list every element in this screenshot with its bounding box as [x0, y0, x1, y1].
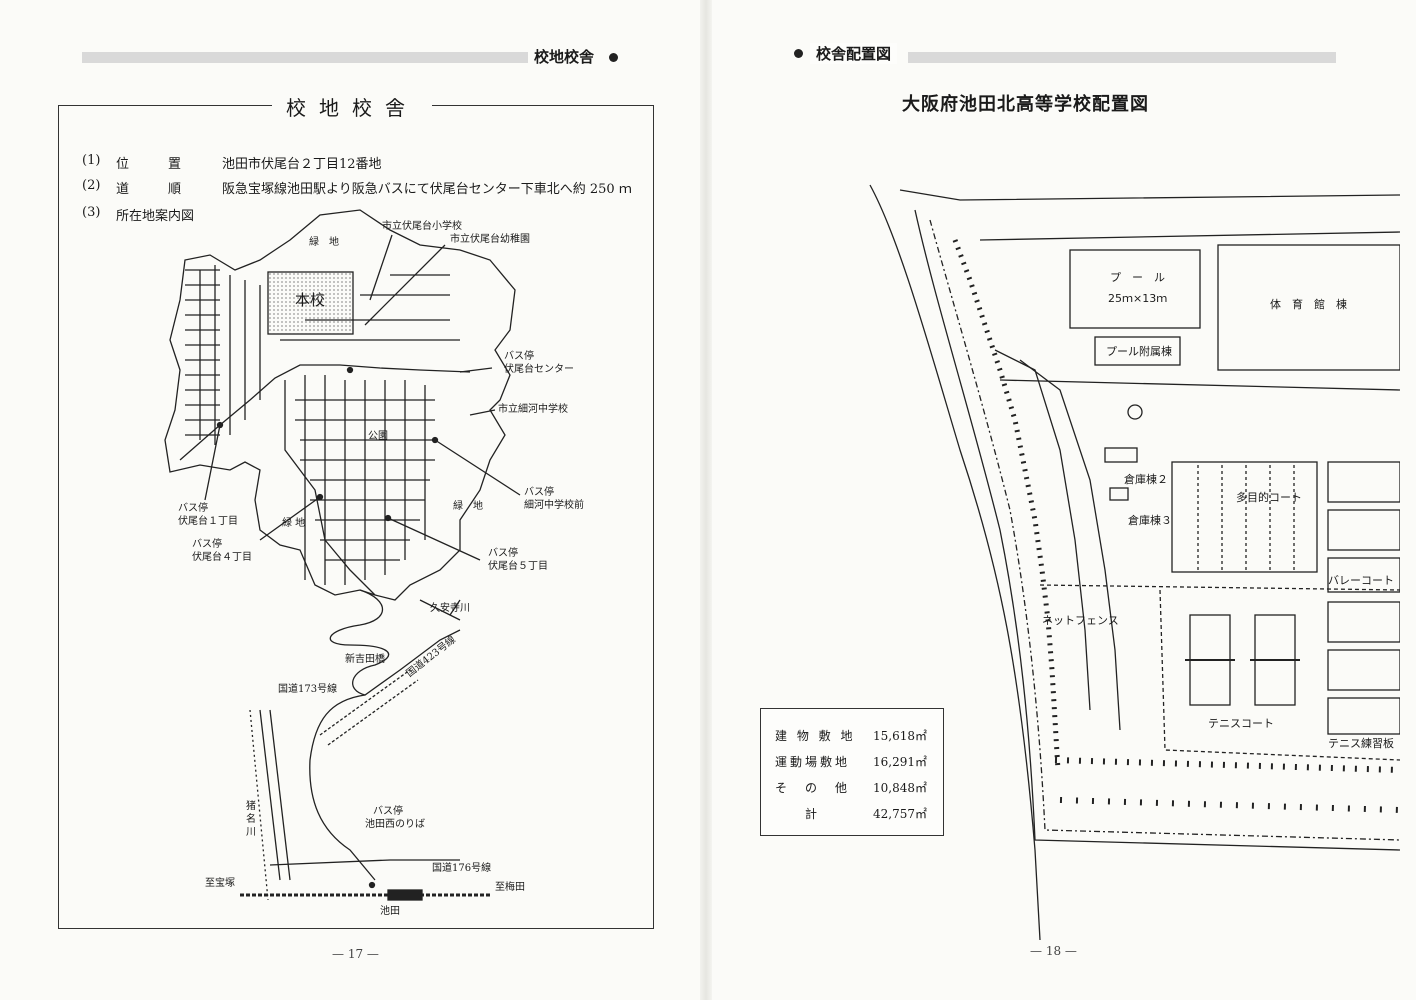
map-label-bus-stop: バス停 [504, 351, 534, 362]
pool [1069, 249, 1201, 329]
plan-label-tennis-wall: テニス練習板 [1328, 737, 1394, 750]
page-number: — 18 — [1030, 944, 1077, 958]
section-title: 校地校舎 [272, 92, 432, 121]
map-label-route-176: 国道176号線 [432, 863, 492, 874]
plan-label-tennis-court: テニスコート [1208, 717, 1274, 730]
plan-title: 大阪府池田北高等学校配置図 [902, 94, 1149, 115]
map-label-bus-5chome: 伏尾台５丁目 [488, 561, 548, 572]
ikeda-station [387, 889, 423, 901]
area-value: 16,291㎡ [873, 755, 927, 769]
map-label-river: 久安寺川 [430, 603, 470, 614]
map-label-bus-stop: バス停 [488, 548, 518, 559]
storage-3 [1109, 487, 1129, 501]
left-page: 校地校舎 校地校舎 (1) 位 置 池田市伏尾台２丁目12番地 (2) 道 順 … [0, 0, 706, 1000]
map-label-bus-stop: バス停 [373, 806, 403, 817]
map-label-bus-center: 伏尾台センター [504, 364, 574, 375]
item-label: 位 置 [116, 157, 182, 172]
map-label-park: 公園 [368, 431, 388, 442]
area-label: 建 物 敷 地 [775, 729, 856, 743]
pool-annex [1094, 336, 1181, 366]
map-label-bus-stop: バス停 [178, 503, 208, 514]
map-label-bus-stop: バス停 [524, 487, 554, 498]
map-label-school: 本校 [295, 291, 326, 309]
map-label-river-ina: 猪 [246, 801, 256, 812]
page-number: — 17 — [332, 947, 379, 961]
header-bullet [794, 49, 803, 58]
gym [1217, 244, 1400, 371]
area-row: 建 物 敷 地 15,618㎡ [761, 727, 943, 749]
plan-label-storage-2: 倉庫棟２ [1124, 473, 1168, 486]
plan-label-volley-court: バレーコート [1328, 574, 1394, 587]
map-label-elementary-school: 市立伏尾台小学校 [382, 221, 462, 232]
plan-label-net-fence: ネットフェンス [1042, 614, 1119, 627]
area-row: そ の 他 10,848㎡ [761, 779, 943, 801]
map-label-river-ina: 名 [246, 814, 256, 825]
area-table: 建 物 敷 地 15,618㎡ 運動場敷地 16,291㎡ そ の 他 10,8… [760, 708, 944, 836]
area-label: 運動場敷地 [775, 755, 851, 769]
site-boundary [869, 184, 1041, 941]
area-value: 10,848㎡ [873, 781, 927, 795]
area-label: 計 [805, 807, 821, 821]
map-label-green: 緑 地 [282, 518, 306, 529]
page-header: 校地校舎 [528, 46, 601, 67]
site-plan [869, 184, 1400, 941]
location-map [164, 209, 521, 901]
plan-label-pool-size: 25ｍ×13ｍ [1108, 292, 1168, 305]
area-row-total: 計 42,757㎡ [761, 805, 943, 827]
area-row: 運動場敷地 16,291㎡ [761, 753, 943, 775]
plan-label-storage-3: 倉庫棟３ [1128, 514, 1172, 527]
map-label-green: 緑 地 [309, 237, 339, 248]
area-value: 42,757㎡ [873, 807, 927, 821]
item-value: 阪急宝塚線池田駅より阪急バスにて伏尾台センター下車北へ約 250 ｍ [222, 182, 632, 197]
item-value: 池田市伏尾台２丁目12番地 [222, 157, 382, 172]
map-label-green: 緑 地 [453, 501, 483, 512]
map-label-bus-hosogo: 細河中学校前 [524, 500, 584, 511]
book-gutter [700, 0, 712, 1000]
item-number: (1) [82, 153, 101, 168]
map-label-to-umeda: 至梅田 [495, 882, 525, 893]
map-label-to-takarazuka: 至宝塚 [205, 878, 235, 889]
map-label-kindergarten: 市立伏尾台幼稚園 [450, 234, 530, 245]
map-label-bus-1chome: 伏尾台１丁目 [178, 516, 238, 527]
plan-label-multi-court: 多目的コート [1236, 491, 1302, 504]
area-label: そ の 他 [775, 781, 851, 795]
header-bullet [609, 53, 618, 62]
header-bar [908, 52, 1336, 63]
plan-label-pool-annex: プール附属棟 [1106, 345, 1172, 358]
map-label-bus-stop: バス停 [192, 539, 222, 550]
school-plot [267, 271, 354, 335]
map-label-route-173: 国道173号線 [278, 684, 338, 695]
item-label: 所在地案内図 [116, 209, 195, 224]
header-bar [82, 52, 530, 63]
map-label-bus-4chome: 伏尾台４丁目 [192, 552, 252, 563]
multi-court [1171, 461, 1318, 573]
map-label-river-ina: 川 [246, 827, 256, 838]
map-label-junior-high: 市立細河中学校 [498, 404, 568, 415]
item-label: 道 順 [116, 182, 182, 197]
page-header: 校舎配置図 [810, 43, 898, 64]
area-value: 15,618㎡ [873, 729, 927, 743]
plan-label-gym: 体 育 館 棟 [1270, 298, 1347, 311]
plan-label-pool: プ ー ル [1110, 271, 1165, 284]
map-label-ikeda: 池田 [380, 906, 400, 917]
storage-2 [1104, 447, 1138, 463]
item-number: (2) [82, 178, 101, 193]
map-label-bridge: 新吉田橋 [345, 654, 385, 665]
map-label-bus-ikedanishi: 池田西のりば [365, 819, 425, 830]
item-number: (3) [82, 205, 101, 220]
